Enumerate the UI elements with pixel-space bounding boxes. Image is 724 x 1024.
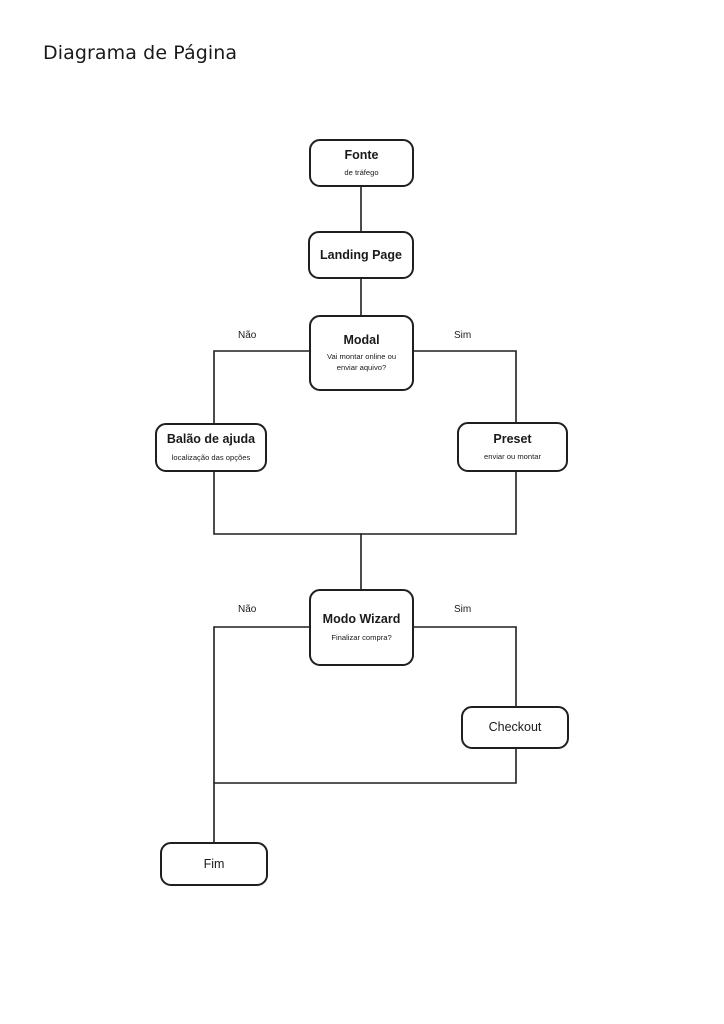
node-balao-subtitle: localização das opções	[171, 452, 251, 462]
node-checkout-title: Checkout	[488, 720, 542, 735]
node-balao-title: Balão de ajuda	[166, 432, 256, 447]
node-fonte-subtitle: de tráfego	[344, 168, 379, 178]
connector-wizard-fim	[213, 626, 310, 843]
node-preset: Preset enviar ou montar	[457, 422, 568, 472]
connector-wizard-checkout	[413, 626, 517, 707]
node-preset-subtitle: enviar ou montar	[484, 452, 541, 462]
node-modo-wizard: Modo Wizard Finalizar compra?	[309, 589, 414, 666]
connector-modal-balao	[213, 350, 310, 425]
connector-preset-join	[360, 470, 517, 535]
node-wizard-subtitle: Finalizar compra?	[331, 632, 392, 642]
node-checkout: Checkout	[461, 706, 569, 749]
edge-label-wizard-yes: Sim	[454, 604, 472, 615]
node-landing-page: Landing Page	[308, 231, 414, 279]
node-modal: Modal Vai montar online ou enviar aquivo…	[309, 315, 414, 391]
edge-label-modal-no: Não	[238, 330, 257, 341]
node-balao-de-ajuda: Balão de ajuda localização das opções	[155, 423, 267, 472]
page-title: Diagrama de Página	[43, 42, 238, 64]
connector-checkout-join	[213, 747, 517, 784]
node-wizard-title: Modo Wizard	[322, 612, 401, 627]
edge-label-wizard-no: Não	[238, 604, 257, 615]
connector-modal-preset	[412, 350, 517, 423]
edge-label-modal-yes: Sim	[454, 330, 472, 341]
node-modal-title: Modal	[343, 333, 380, 348]
node-preset-title: Preset	[493, 431, 532, 446]
node-modal-subtitle: Vai montar online ou enviar aquivo?	[326, 352, 397, 372]
node-fim: Fim	[160, 842, 268, 886]
node-fim-title: Fim	[203, 856, 225, 871]
connector-balao-join	[213, 470, 362, 535]
node-landing-title: Landing Page	[320, 247, 402, 262]
node-fonte: Fonte de tráfego	[309, 139, 414, 187]
node-fonte-title: Fonte	[344, 147, 379, 162]
